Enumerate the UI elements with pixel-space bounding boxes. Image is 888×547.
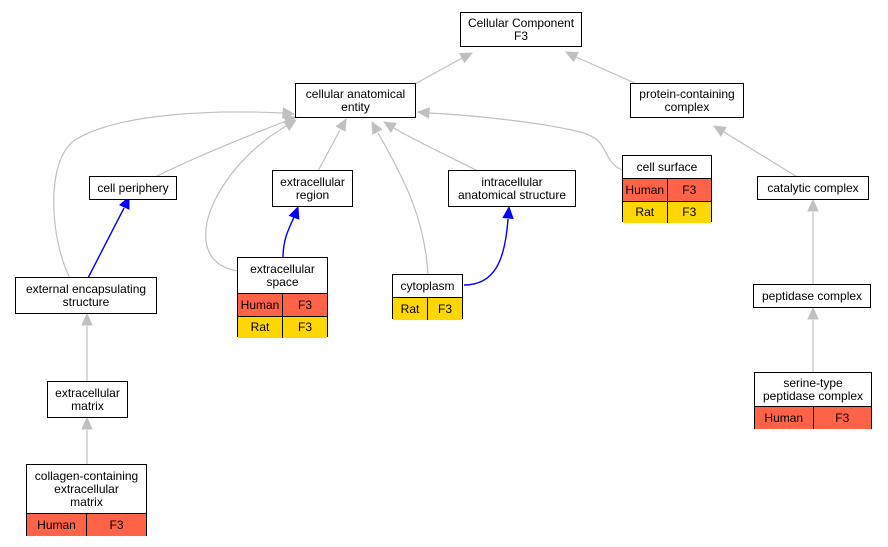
node-label: collagen-containing extracellular matrix (34, 468, 139, 509)
edge-is-a-exspace-to-cae (205, 124, 289, 272)
node-label: serine-type peptidase complex (762, 375, 864, 403)
gene-cell: F3 (282, 317, 327, 338)
annotation-table: Rat F3 (393, 297, 462, 320)
species-cell: Human (27, 514, 86, 536)
node-cytoplasm[interactable]: cytoplasm Rat F3 (392, 274, 463, 320)
annotation-table: Human F3 Rat F3 (623, 178, 711, 223)
edge-is-a-pcc-to-root (575, 56, 638, 85)
node-cellular-component[interactable]: Cellular Component F3 (460, 12, 582, 47)
edge-arrowhead (459, 52, 474, 64)
edge-is-a-catcx-to-pcc (723, 131, 798, 178)
edge-part-of-exspace-to-exreg (282, 214, 296, 259)
edge-part-of-cyto-to-ias (463, 218, 509, 286)
edge-arrowhead (712, 125, 727, 137)
edge-is-a-exreg-to-cae (317, 129, 341, 172)
node-label: peptidase complex (761, 288, 863, 303)
node-label: protein-containing complex (639, 86, 735, 114)
node-extracellular-region[interactable]: extracellular region (272, 170, 353, 207)
gene-cell: F3 (812, 407, 871, 429)
node-label: extracellular matrix (55, 385, 120, 413)
edge-arrowhead (81, 416, 93, 430)
node-peptidase-complex[interactable]: peptidase complex (753, 284, 871, 308)
annotation-row-human: Human F3 (755, 407, 871, 429)
gene-cell: F3 (427, 298, 462, 320)
edge-arrowhead (564, 51, 579, 63)
node-serine-type-peptidase-complex[interactable]: serine-type peptidase complex Human F3 (754, 372, 872, 429)
edge-is-a-cyto-to-cae (377, 132, 429, 276)
node-cell-periphery[interactable]: cell periphery (89, 176, 177, 200)
edge-part-of-ees-to-cellper (87, 207, 125, 279)
node-label: external encapsulating structure (25, 281, 147, 309)
node-label: catalytic complex (767, 180, 859, 195)
gene-cell: F3 (666, 179, 711, 201)
edge-arrowhead (283, 119, 298, 131)
gene-cell: F3 (282, 294, 327, 316)
edge-arrowhead (416, 107, 430, 119)
species-cell: Human (623, 179, 667, 201)
node-protein-containing-complex[interactable]: protein-containing complex (630, 83, 744, 118)
edge-is-a-ias-to-cae (393, 127, 479, 172)
node-label: extracellular region (280, 174, 345, 202)
annotation-row-human: Human F3 (623, 179, 711, 201)
edge-is-a-cae-to-root (414, 57, 463, 85)
species-cell: Rat (238, 317, 282, 338)
edge-arrowhead (81, 312, 93, 326)
annotation-row-human: Human F3 (238, 294, 327, 316)
edge-arrowhead (382, 121, 397, 133)
node-label: cell surface (636, 159, 698, 174)
edge-is-a-cellsurf-to-cae (428, 112, 623, 171)
species-cell: Rat (393, 298, 427, 320)
annotation-table: Human F3 Rat F3 (238, 293, 327, 338)
node-catalytic-complex[interactable]: catalytic complex (757, 176, 869, 200)
node-label: cellular anatomical entity (305, 86, 406, 114)
edge-arrowhead (371, 120, 383, 135)
edge-arrowhead (335, 117, 347, 132)
annotation-table: Human F3 (755, 406, 871, 429)
node-extracellular-space[interactable]: extracellular space Human F3 Rat F3 (237, 257, 328, 338)
node-intracellular-anatomical-structure[interactable]: intracellular anatomical structure (448, 170, 576, 207)
annotation-row-rat: Rat F3 (393, 298, 462, 320)
node-label: intracellular anatomical structure (457, 174, 567, 202)
edge-is-a-ees-to-cae (53, 111, 284, 279)
node-external-encapsulating-structure[interactable]: external encapsulating structure (15, 277, 157, 314)
edge-arrowhead (502, 205, 514, 219)
node-label: Cellular Component F3 (467, 15, 575, 43)
node-collagen-containing-extracellular-matrix[interactable]: collagen-containing extracellular matrix… (26, 464, 147, 536)
edge-arrowhead (118, 195, 130, 210)
gene-cell: F3 (86, 514, 146, 536)
edge-is-a-cellper-to-cae (154, 120, 287, 178)
annotation-table: Human F3 (27, 513, 146, 536)
node-label: cell periphery (97, 180, 169, 195)
annotation-row-human: Human F3 (27, 514, 146, 536)
species-cell: Human (238, 294, 282, 316)
edge-arrowhead (807, 306, 819, 320)
edge-arrowhead (807, 198, 819, 212)
gene-cell: F3 (666, 202, 711, 223)
node-cellular-anatomical-entity[interactable]: cellular anatomical entity (295, 83, 416, 118)
species-cell: Human (755, 407, 813, 429)
node-label: extracellular space (250, 261, 315, 289)
node-cell-surface[interactable]: cell surface Human F3 Rat F3 (622, 155, 712, 223)
annotation-row-rat: Rat F3 (623, 201, 711, 223)
annotation-row-rat: Rat F3 (238, 316, 327, 338)
species-cell: Rat (623, 202, 667, 223)
edge-arrowhead (288, 205, 300, 220)
node-label: cytoplasm (400, 278, 455, 293)
node-extracellular-matrix[interactable]: extracellular matrix (47, 381, 128, 418)
edge-arrowhead (282, 107, 296, 119)
